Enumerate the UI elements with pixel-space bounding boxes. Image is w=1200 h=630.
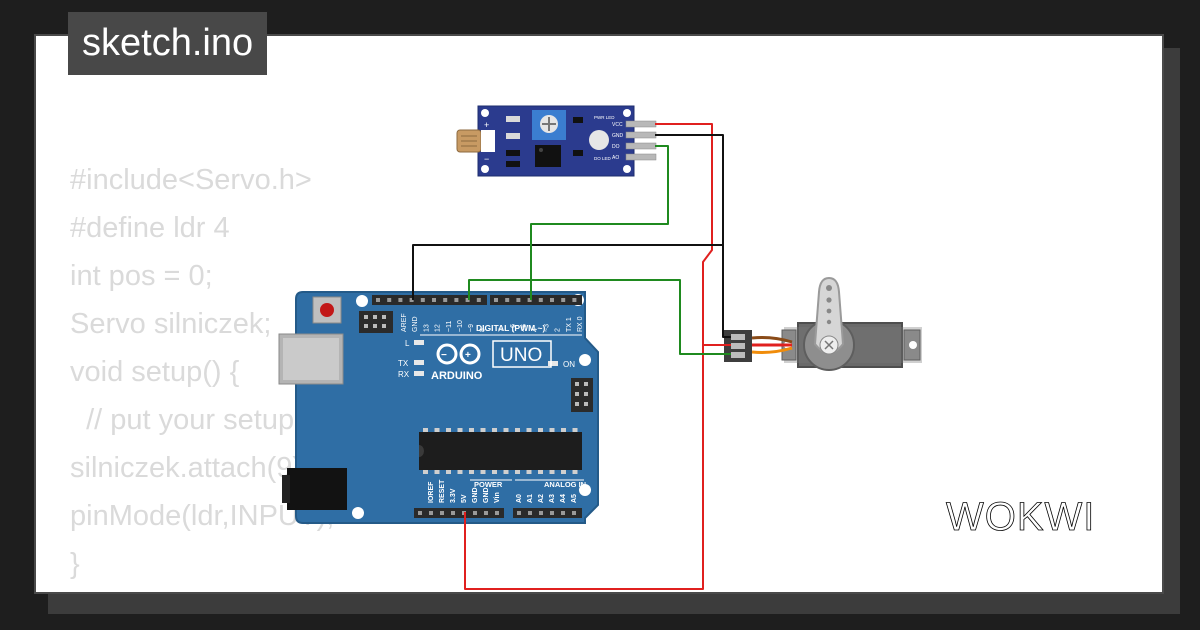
power-pin-label: GND	[483, 487, 490, 503]
analog-pin-label: A5	[571, 494, 578, 503]
wire-green-do[interactable]	[530, 145, 669, 300]
code-line: #include<Servo.h>	[70, 164, 312, 196]
svg-text:−: −	[484, 154, 489, 164]
digital-pin-label: 12	[435, 324, 442, 332]
atmega-chip	[419, 432, 582, 470]
svg-text:+: +	[484, 120, 489, 130]
sensor-pin-label: VCC	[612, 122, 623, 128]
comparator-chip	[535, 145, 561, 167]
power-pin-label: 5V	[461, 494, 468, 503]
digital-pin-label: TX 1	[566, 317, 573, 332]
code-line: void setup() {	[70, 356, 240, 388]
digital-pin-label: ~3	[543, 324, 550, 332]
arduino-brand: ARDUINO	[431, 370, 483, 382]
icsp-header-right	[571, 378, 593, 412]
svg-text:PWR LED: PWR LED	[594, 115, 615, 120]
photoresistor	[456, 129, 495, 153]
tx-led	[414, 360, 424, 365]
analog-pin-label: A0	[516, 494, 523, 503]
power-pin-label: RESET	[439, 479, 446, 503]
ldr-sensor-module[interactable]: + − PWR LED DO LED VCC GND DO AO	[456, 105, 657, 177]
l-led-label: L	[405, 339, 410, 348]
power-pin-label: 3.3V	[450, 488, 457, 503]
sketch-title: sketch.ino	[68, 12, 268, 75]
svg-text:−: −	[441, 350, 447, 361]
reset-button-cap[interactable]	[320, 303, 334, 317]
arduino-infinity-logo	[436, 343, 481, 365]
sensor-pin-label: GND	[612, 133, 624, 139]
on-led-label: ON	[563, 360, 575, 369]
analog-pin-label: A4	[560, 494, 567, 503]
sensor-pin-label: AO	[612, 155, 619, 161]
digital-pin-label: GND	[412, 316, 419, 332]
digital-pin-label: ~6	[510, 324, 517, 332]
power-header[interactable]	[414, 508, 504, 518]
digital-pin-label: ~5	[521, 324, 528, 332]
code-line: Servo silniczek;	[70, 308, 272, 340]
reset-button[interactable]	[312, 296, 342, 324]
rx-led-label: RX	[398, 370, 410, 379]
wire-red-vcc[interactable]	[464, 123, 713, 590]
sensor-pin-label: DO	[612, 144, 620, 150]
digital-pin-label: ~9	[468, 324, 475, 332]
servo-motor[interactable]	[724, 276, 922, 371]
digital-pin-label: RX 0	[577, 316, 584, 332]
digital-pin-label: ~10	[457, 320, 464, 332]
pwr-led	[589, 130, 609, 150]
wire-black-servo[interactable]	[722, 245, 731, 338]
digital-header[interactable]	[372, 295, 582, 305]
uno-model: UNO	[500, 345, 542, 366]
svg-text:DO LED: DO LED	[594, 156, 612, 161]
arduino-uno-board[interactable]: AREF GND 13 12 ~11 ~10 ~9 8 7 ~6 ~5 4 ~3 2 TX 1 RX 0 DI…	[278, 291, 599, 524]
wokwi-logo-text: WOKWI	[946, 495, 1095, 539]
analog-header[interactable]	[513, 508, 582, 518]
power-pin-label: Vin	[494, 492, 501, 503]
power-jack	[287, 468, 347, 510]
wokwi-logo: WOKWI	[946, 495, 1095, 540]
code-line: int pos = 0;	[70, 260, 213, 292]
digital-label: DIGITAL (PWM ~)	[476, 323, 546, 333]
power-pin-label: GND	[472, 487, 479, 503]
code-preview: #include<Servo.h> #define ldr 4 int pos = …	[70, 156, 600, 588]
code-line: silniczek.attach(9);	[70, 452, 311, 484]
digital-pin-label: ~11	[446, 321, 453, 332]
digital-pin-label: 2	[555, 328, 562, 332]
power-pin-label: IOREF	[428, 481, 435, 503]
digital-pin-label: AREF	[401, 313, 408, 332]
on-led	[548, 361, 558, 366]
digital-pin-label: 7	[499, 328, 506, 332]
wire-green-pwm[interactable]	[468, 279, 731, 355]
power-label: POWER	[474, 480, 503, 489]
analog-pin-label: A2	[538, 494, 545, 503]
digital-pin-label: 8	[479, 328, 486, 332]
l-led	[414, 340, 424, 345]
rx-led	[414, 371, 424, 376]
icsp-header-small	[359, 311, 393, 333]
code-line: #define ldr 4	[70, 212, 230, 244]
digital-pin-label: 4	[532, 328, 539, 332]
analog-pin-label: A1	[527, 494, 534, 503]
analog-pin-label: A3	[549, 494, 556, 503]
analog-label: ANALOG IN	[544, 480, 586, 489]
code-line: }	[70, 548, 80, 580]
tx-led-label: TX	[398, 359, 409, 368]
digital-pin-label: 13	[423, 324, 430, 332]
svg-text:+: +	[465, 350, 471, 361]
